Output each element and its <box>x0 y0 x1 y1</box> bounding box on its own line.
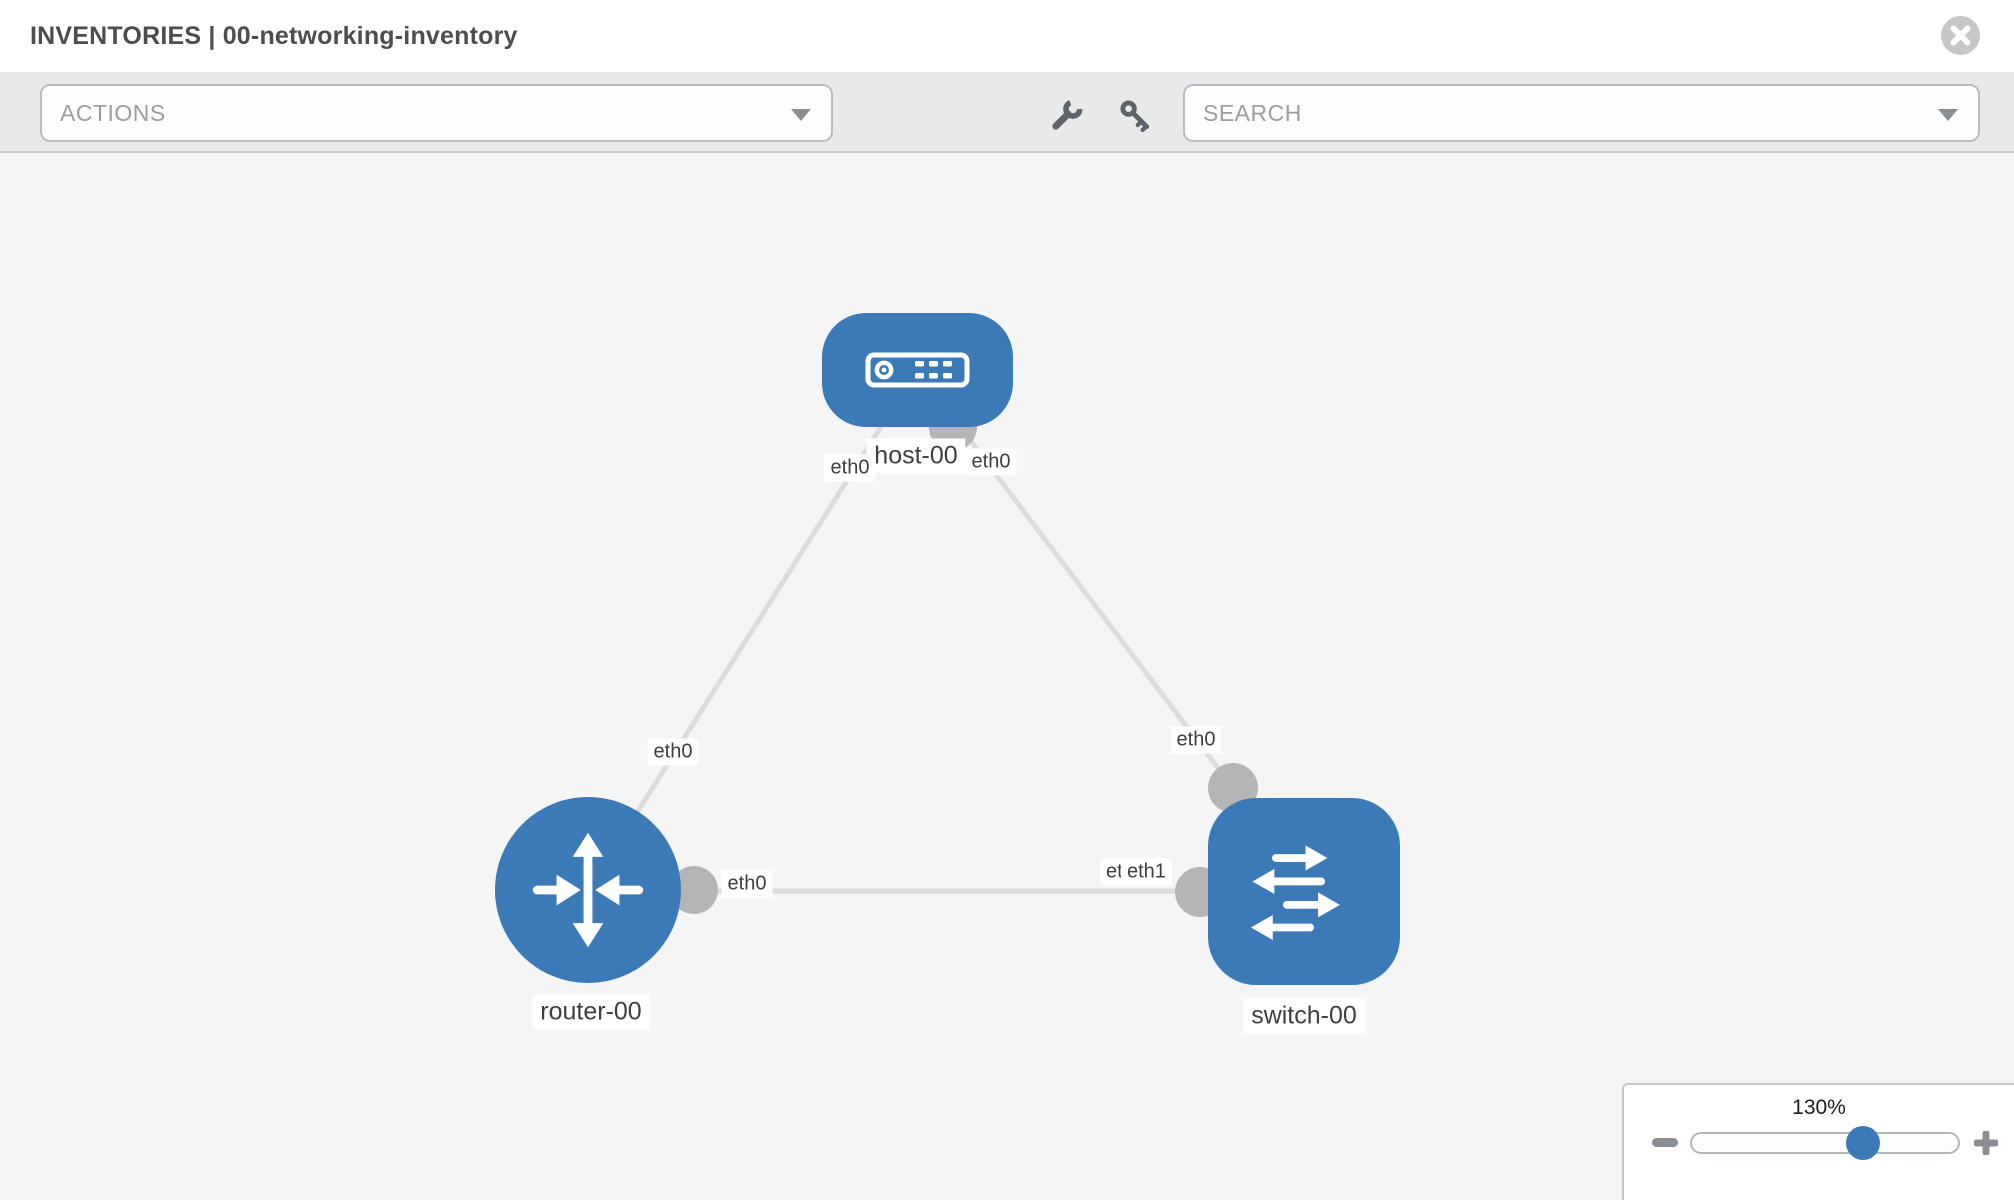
zoom-control-panel: 130% <box>1622 1083 2014 1200</box>
node-switch-00[interactable] <box>1208 798 1400 985</box>
search-dropdown[interactable]: SEARCH <box>1183 84 1980 142</box>
configure-button[interactable] <box>1047 95 1087 135</box>
interface-label-host-to-router: eth0 <box>824 454 876 482</box>
zoom-in-plus-icon[interactable] <box>1974 1131 1998 1155</box>
switch-arrows-icon <box>1250 845 1340 940</box>
toolbar: ACTIONS SEARCH <box>0 72 2014 153</box>
topology-svg <box>585 368 1258 917</box>
close-button[interactable] <box>1941 16 1980 55</box>
router-arrows-icon <box>532 832 644 948</box>
key-icon <box>1120 100 1150 132</box>
wrench-icon <box>1052 99 1083 130</box>
interface-label-switch-eth1: eth1 <box>1121 858 1172 886</box>
actions-dropdown-label: ACTIONS <box>60 99 166 126</box>
topology-canvas[interactable]: host-00 router-00 switch-00 eth0 eth0 et… <box>0 153 2014 1200</box>
zoom-level-label: 130% <box>1792 1096 1846 1119</box>
interface-label-router-to-switch: eth0 <box>721 870 773 898</box>
node-label-switch: switch-00 <box>1243 998 1365 1034</box>
host-device-icon <box>865 352 970 388</box>
page-title: INVENTORIES | 00-networking-inventory <box>30 21 518 50</box>
node-label-router: router-00 <box>532 994 650 1030</box>
zoom-out-minus-icon[interactable] <box>1652 1138 1678 1147</box>
interface-circle-router-eth0[interactable] <box>670 866 718 914</box>
node-host-00[interactable] <box>822 313 1013 427</box>
zoom-slider-track[interactable] <box>1690 1132 1960 1154</box>
node-label-host: host-00 <box>866 438 966 474</box>
node-router-00[interactable] <box>495 797 681 983</box>
search-dropdown-label: SEARCH <box>1203 99 1302 126</box>
actions-dropdown[interactable]: ACTIONS <box>40 84 833 142</box>
chevron-down-icon <box>791 109 811 121</box>
interface-label-router-to-host: eth0 <box>647 738 699 766</box>
interface-label-switch-to-host: eth0 <box>1170 726 1222 754</box>
interface-label-host-to-switch: eth0 <box>965 448 1017 476</box>
close-icon <box>1950 25 1971 46</box>
chevron-down-icon <box>1938 109 1958 121</box>
titlebar: INVENTORIES | 00-networking-inventory <box>0 0 2014 72</box>
zoom-slider-thumb[interactable] <box>1846 1126 1880 1160</box>
credentials-button[interactable] <box>1115 95 1155 135</box>
